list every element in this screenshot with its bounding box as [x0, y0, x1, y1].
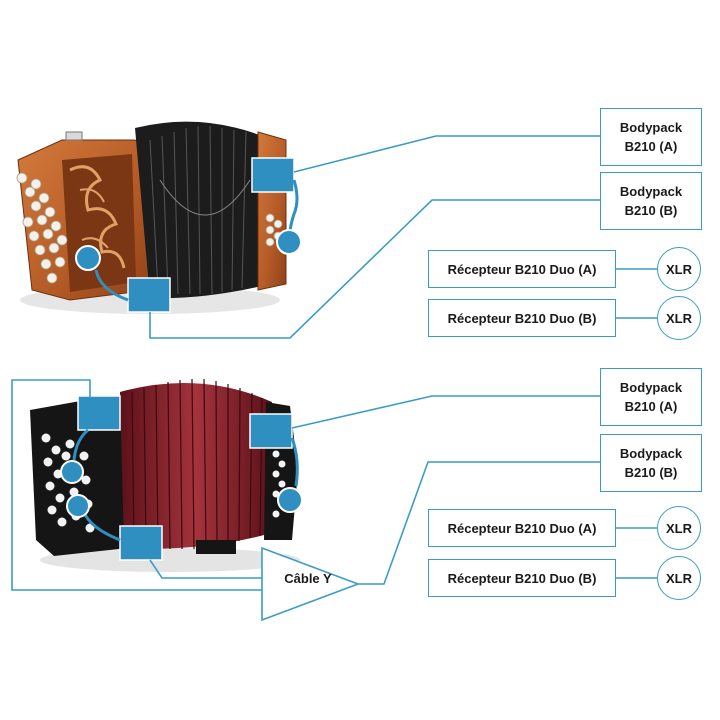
- y-cable-label: Câble Y: [284, 570, 332, 586]
- xlr-output-bottom-b: XLR: [657, 556, 701, 600]
- bodypack-bottom-b-label: Bodypack B210 (B): [600, 434, 702, 492]
- bodypack-bottom-a-label: Bodypack B210 (A): [600, 368, 702, 426]
- top-clips: [75, 157, 302, 313]
- bottom-connector-lines: [11, 379, 658, 591]
- bodypack-top-b-label: Bodypack B210 (B): [600, 172, 702, 230]
- xlr-output-top-b: XLR: [657, 296, 701, 340]
- receiver-bottom-b-label: Récepteur B210 Duo (B): [428, 559, 616, 597]
- xlr-output-top-a: XLR: [657, 247, 701, 291]
- bodypack-title: Bodypack: [619, 446, 683, 461]
- bodypack-title: Bodypack: [619, 120, 683, 135]
- receiver-bottom-a-label: Récepteur B210 Duo (A): [428, 509, 616, 547]
- xlr-output-bottom-a: XLR: [657, 506, 701, 550]
- bodypack-model: B210 (A): [624, 399, 678, 414]
- bottom-clips: [60, 395, 303, 561]
- y-cable-shape: [261, 546, 361, 622]
- receiver-top-b-label: Récepteur B210 Duo (B): [428, 299, 616, 337]
- bodypack-title: Bodypack: [619, 184, 683, 199]
- top-connector-lines: [149, 135, 658, 339]
- bodypack-model: B210 (B): [624, 203, 678, 218]
- bodypack-title: Bodypack: [619, 380, 683, 395]
- bodypack-model: B210 (A): [624, 139, 678, 154]
- receiver-top-a-label: Récepteur B210 Duo (A): [428, 250, 616, 288]
- bodypack-model: B210 (B): [624, 465, 678, 480]
- bodypack-top-a-label: Bodypack B210 (A): [600, 108, 702, 166]
